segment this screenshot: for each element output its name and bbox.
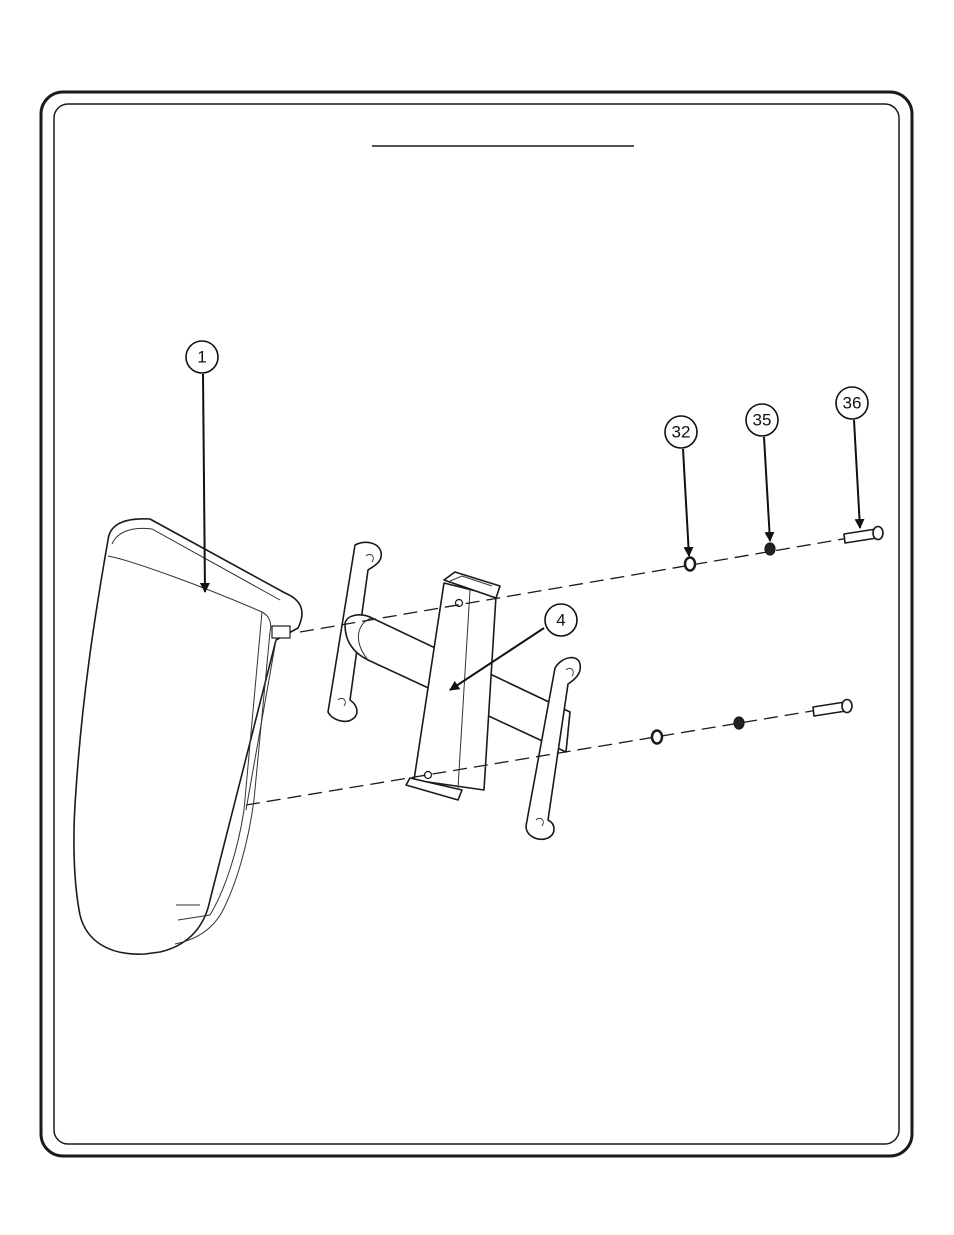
washer-part-32: [685, 558, 695, 571]
callout-35-label: 35: [753, 411, 772, 430]
nut-lower: [734, 717, 744, 729]
back-pad-part-1: [74, 519, 302, 954]
callout-32: 32: [665, 416, 697, 448]
callout-1-label: 1: [197, 348, 206, 367]
bolt-lower: [813, 700, 852, 717]
bolt-part-36: [844, 527, 883, 544]
callout-4-label: 4: [556, 611, 565, 630]
bracket-frame-part-4: [328, 542, 580, 839]
callout-1: 1: [186, 341, 218, 373]
callout-4: 4: [545, 604, 577, 636]
washer-lower: [652, 731, 662, 744]
callout-36: 36: [836, 387, 868, 419]
callout-32-label: 32: [672, 423, 691, 442]
callout-36-label: 36: [843, 394, 862, 413]
nut-part-35: [765, 543, 775, 555]
callout-35: 35: [746, 404, 778, 436]
